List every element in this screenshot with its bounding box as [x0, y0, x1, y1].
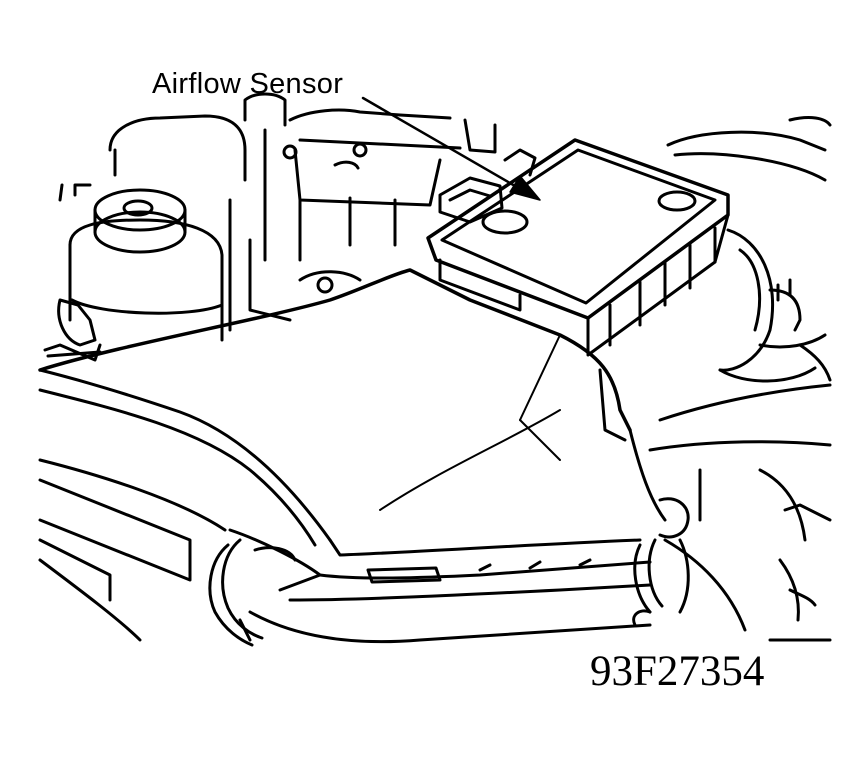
engine-background — [58, 92, 497, 332]
air-cleaner-housing — [38, 383, 832, 644]
airflow-sensor-label: Airflow Sensor — [152, 68, 344, 100]
left-spring-clamp — [43, 298, 102, 362]
airflow-sensor — [426, 138, 730, 357]
intake-tube — [666, 116, 832, 383]
lower-right-spring-clamp — [632, 497, 690, 627]
oil-filler-cap — [68, 188, 224, 342]
lower-left-spring-clamp — [208, 538, 297, 647]
air-cleaner-cover — [38, 268, 667, 557]
figure-number: 93F27354 — [590, 648, 765, 695]
callout-arrow — [361, 96, 541, 201]
